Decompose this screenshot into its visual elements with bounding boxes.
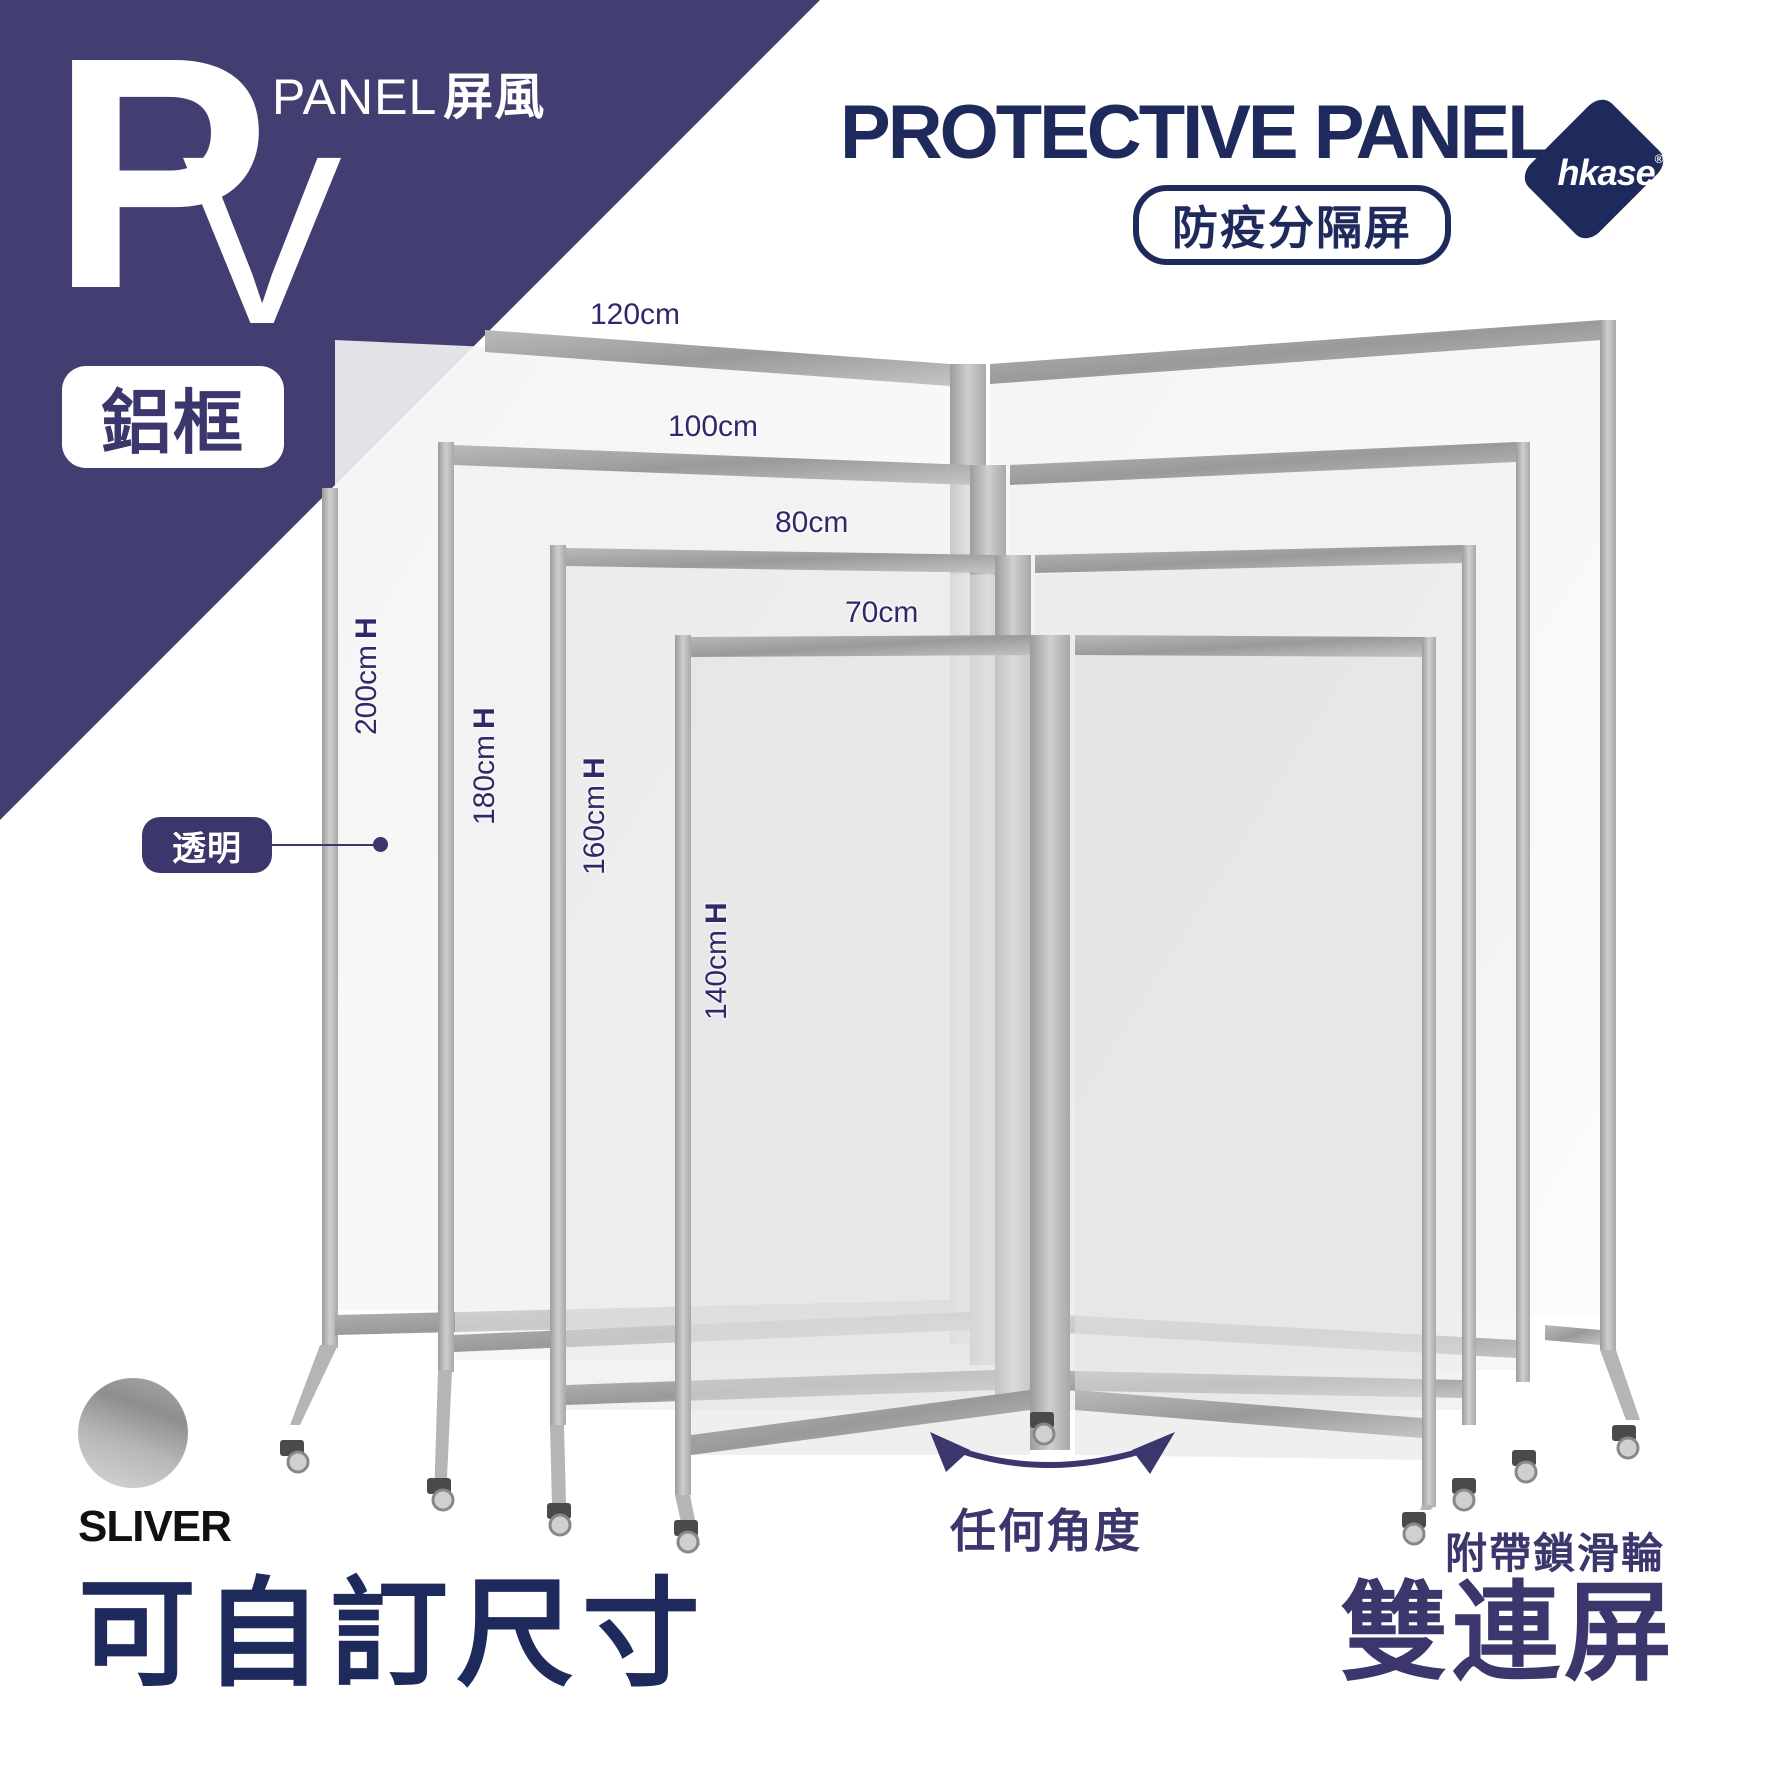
panel-140h [675, 635, 1436, 1507]
customizable-size-text: 可自訂尺寸 [78, 1565, 709, 1703]
caster-wheels [280, 1345, 1640, 1554]
frame-material-badge: 鋁框 [62, 366, 284, 468]
height-label-140: 140cmH [700, 902, 733, 1020]
height-label-160: 160cmH [578, 757, 611, 875]
brand-letter-v: V [182, 106, 343, 374]
double-panel-text: 雙連屏 [1340, 1571, 1677, 1696]
panel-label-cjk: 屏風 [443, 69, 546, 125]
width-label-70: 70cm [845, 596, 919, 629]
subtitle-badge: 防疫分隔屏 [1133, 185, 1451, 265]
brand-logo: hkase® [1540, 152, 1680, 194]
any-angle-text: 任何角度 [950, 1504, 1142, 1558]
rotation-arrow-icon [930, 1432, 1175, 1474]
callout-leader-line [272, 844, 378, 846]
panel-label-en: PANEL [272, 69, 438, 125]
width-label-100: 100cm [668, 410, 759, 443]
transparent-callout: 透明 [142, 817, 272, 873]
logo-text: hkase [1557, 152, 1656, 193]
silver-color-swatch [78, 1378, 188, 1488]
width-label-120: 120cm [590, 298, 681, 331]
brand-letter-p: P [50, 0, 270, 357]
locking-casters-text: 附帶鎖滑輪 [1445, 1529, 1666, 1578]
width-label-80: 80cm [775, 506, 849, 539]
callout-dot-icon [373, 837, 388, 852]
color-label: SLIVER [78, 1502, 232, 1551]
page-title: PROTECTIVE PANEL [840, 90, 1554, 175]
height-label-180: 180cmH [468, 707, 501, 825]
height-label-200: 200cmH [350, 617, 383, 735]
registered-icon: ® [1654, 152, 1664, 166]
